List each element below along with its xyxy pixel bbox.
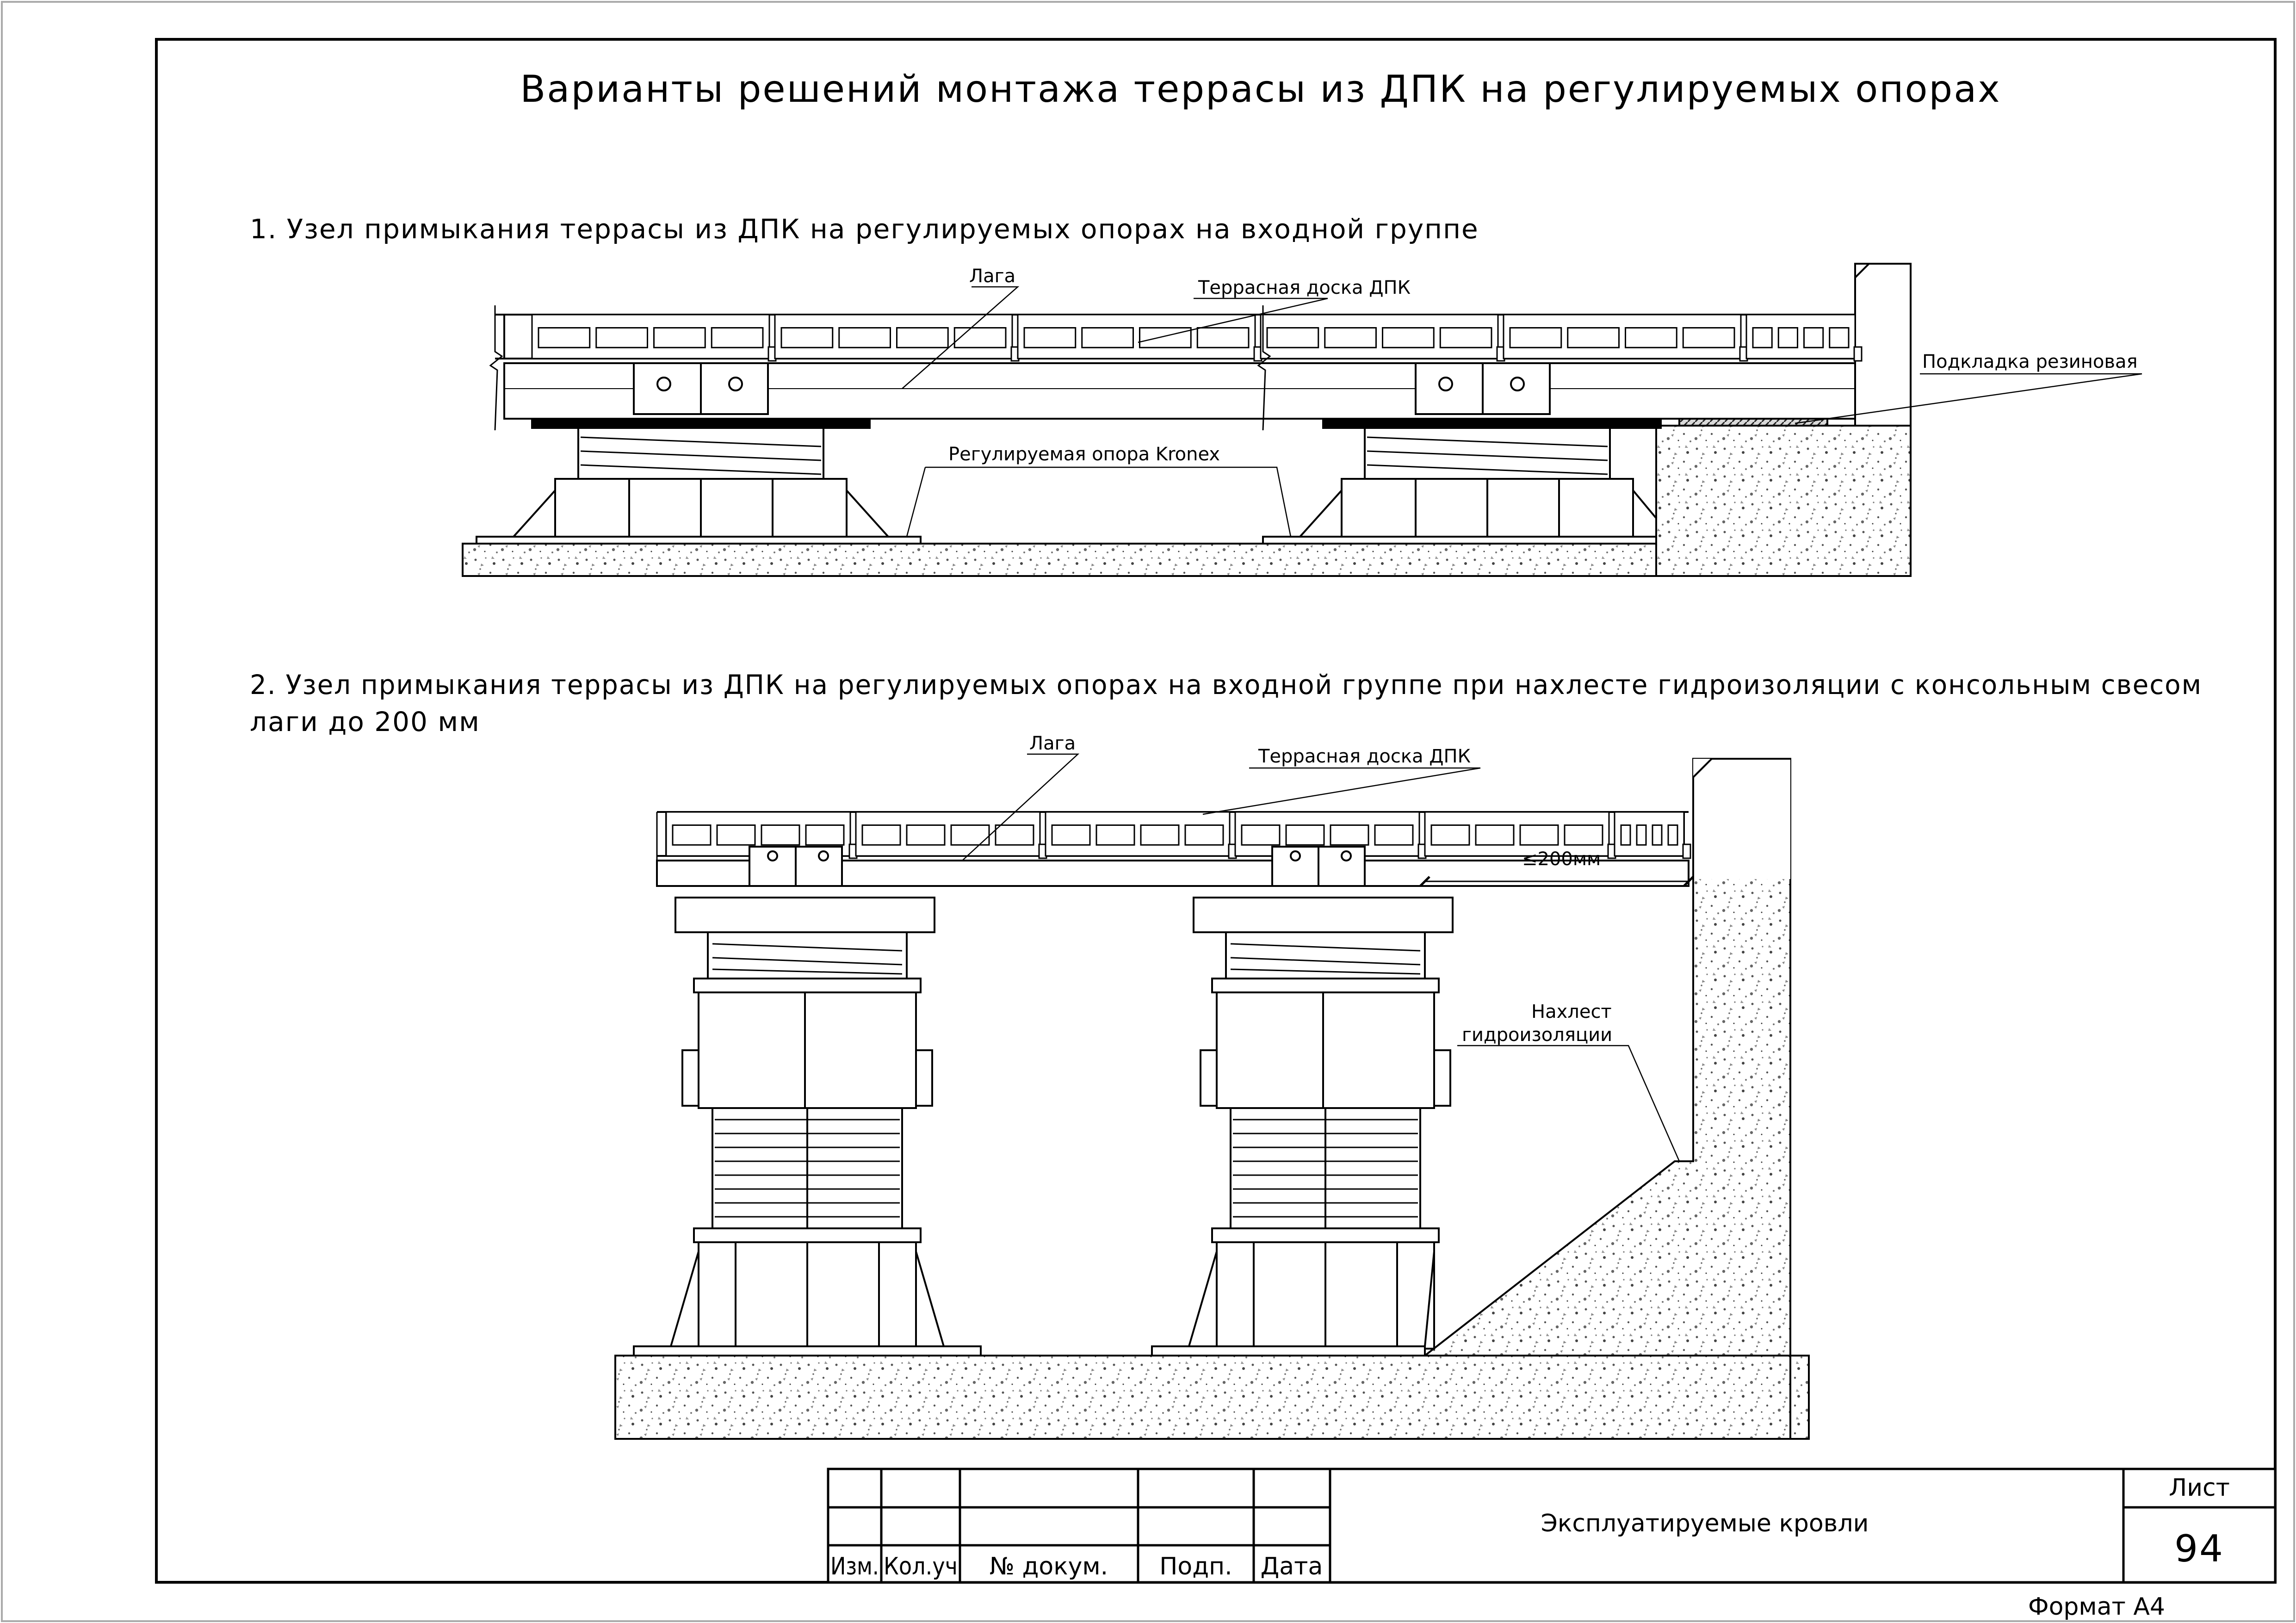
title-block-col-revision: Изм. bbox=[830, 1553, 879, 1580]
title-block-col-document: № докум. bbox=[990, 1553, 1108, 1580]
section1-rubber-pad-label: Подкладка резиновая bbox=[1922, 351, 2138, 372]
section2-waterproofing-label-line1: Нахлест bbox=[1531, 1001, 1612, 1022]
leaders-2 bbox=[962, 753, 1680, 1162]
title-block-col-signature: Подп. bbox=[1159, 1553, 1232, 1580]
pedestal-1a bbox=[476, 362, 922, 545]
title-block-col-date: Дата bbox=[1261, 1553, 1323, 1580]
overhang-dimension bbox=[1419, 876, 1694, 887]
format-label: Формат А4 bbox=[2028, 1593, 2165, 1621]
page-title: Варианты решений монтажа террасы из ДПК … bbox=[520, 68, 2001, 111]
title-block-sheet-label: Лист bbox=[2169, 1474, 2230, 1502]
leaders-1 bbox=[902, 286, 2142, 537]
concrete-slab-1 bbox=[462, 543, 1657, 577]
pedestal-2a bbox=[633, 846, 982, 1357]
section1-heading: 1. Узел примыкания террасы из ДПК на рег… bbox=[250, 213, 1479, 245]
pedestal-2b bbox=[1151, 846, 1454, 1357]
section2-overhang-dimension-label: ≤200мм bbox=[1522, 849, 1601, 870]
section2-heading-line1: 2. Узел примыкания террасы из ДПК на рег… bbox=[250, 669, 2202, 700]
section1-joist-label: Лага bbox=[969, 266, 1015, 287]
section1-deck-board-label: Террасная доска ДПК bbox=[1198, 277, 1411, 298]
section2-deck-board-label: Террасная доска ДПК bbox=[1258, 746, 1471, 767]
concrete-slab-2 bbox=[614, 1355, 1810, 1440]
section1-pedestal-label: Регулируемая опора Kronex bbox=[948, 444, 1220, 465]
entrance-step-1 bbox=[1655, 425, 1912, 577]
section2-heading-line2: лаги до 200 мм bbox=[250, 706, 480, 737]
section2-waterproofing-label-line2: гидроизоляции bbox=[1462, 1024, 1612, 1046]
pedestal-1b bbox=[1262, 362, 1662, 545]
title-block-col-count: Кол.уч bbox=[884, 1553, 958, 1580]
section2-joist-label: Лага bbox=[1029, 733, 1076, 754]
title-block-project-name: Эксплуатируемые кровли bbox=[1541, 1510, 1869, 1537]
entrance-wall-2 bbox=[1422, 758, 1810, 1440]
section2-detail bbox=[614, 753, 1810, 1440]
section1-detail bbox=[462, 263, 2142, 577]
title-block bbox=[827, 1468, 2277, 1584]
title-block-sheet-number: 94 bbox=[2174, 1527, 2224, 1570]
